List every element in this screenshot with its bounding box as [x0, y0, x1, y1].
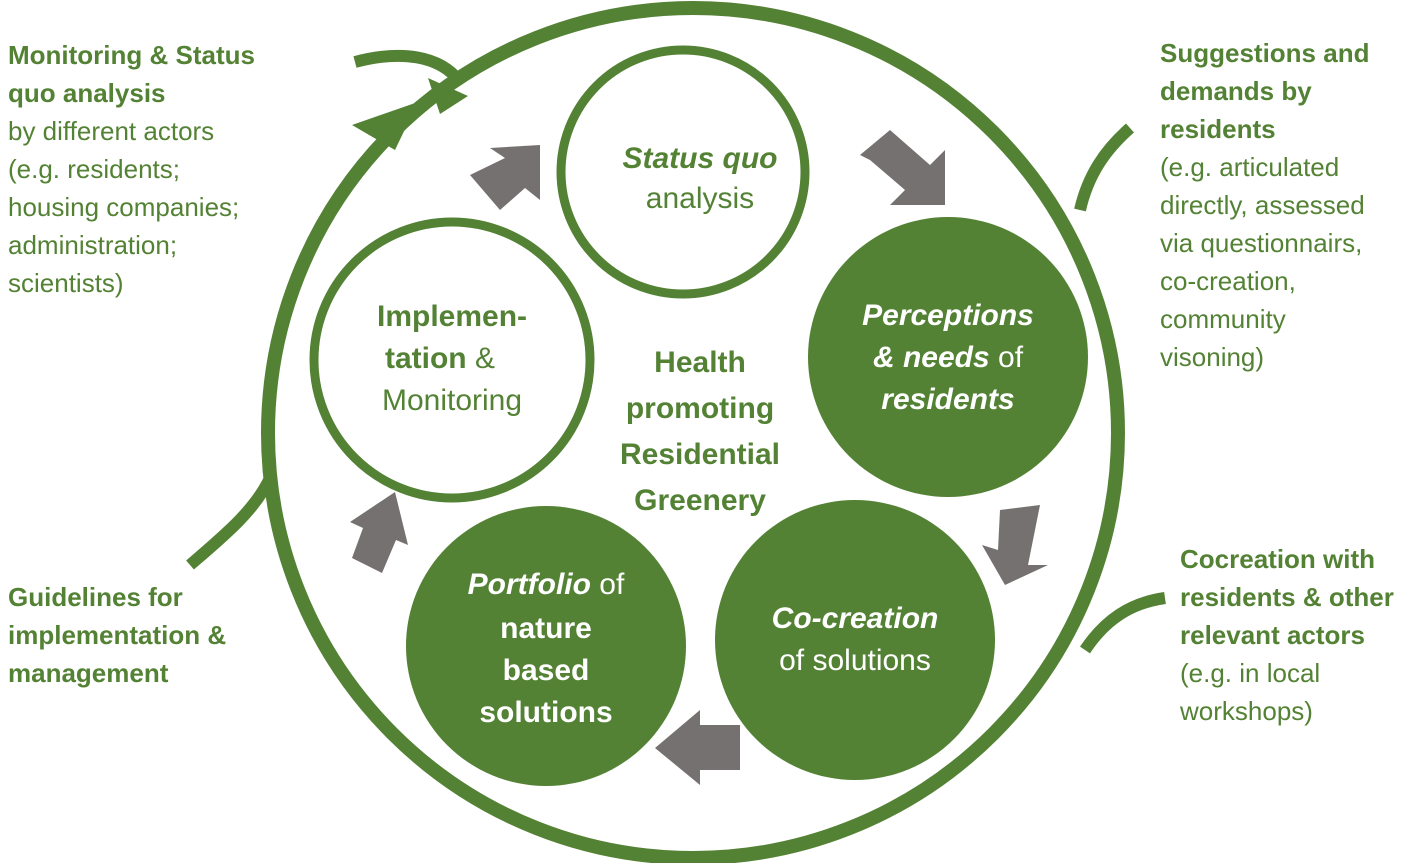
implementation-line3: Monitoring	[382, 384, 522, 417]
portfolio-line2: nature	[500, 612, 592, 645]
note-top-left-line-4: administration;	[8, 230, 178, 260]
implementation-line2-plain: &	[467, 342, 495, 375]
process-arrows	[350, 130, 1048, 785]
note-bottom-right: Cocreation with residents & other releva…	[1180, 540, 1394, 730]
node-perceptions-circle	[808, 217, 1088, 497]
center-line3: Residential	[620, 438, 780, 471]
perceptions-line2-emph: & needs	[873, 341, 990, 374]
note-top-right-bold-1: Suggestions and	[1160, 38, 1370, 68]
status-quo-subtitle: analysis	[646, 182, 754, 215]
note-top-right-line-4: co-creation,	[1160, 266, 1296, 296]
node-implementation-circle	[309, 217, 595, 503]
cocreation-title: Co-creation	[772, 602, 939, 635]
arrow-implementation-to-status	[470, 145, 540, 210]
note-top-right-line-3: via questionnairs,	[1160, 228, 1363, 258]
note-bottom-left: Guidelines for implementation & manageme…	[8, 578, 226, 692]
implementation-line1: Implemen-	[377, 300, 527, 333]
cocreation-subtitle: of solutions	[779, 644, 931, 677]
note-bottom-left-bold-1: Guidelines for	[8, 582, 183, 612]
feed-line-bottom-left	[186, 475, 276, 570]
outer-cycle-ring	[261, 1, 1125, 863]
feed-line-top-right	[1074, 123, 1134, 212]
implementation-line2-emph: tation	[385, 342, 467, 375]
note-top-right-line-2: directly, assessed	[1160, 190, 1365, 220]
status-quo-title: Status quo	[623, 142, 778, 175]
ring-arrowhead-left	[352, 102, 418, 150]
portfolio-line1-plain: of	[591, 568, 625, 601]
note-top-left-line-3: housing companies;	[8, 192, 240, 222]
note-top-left-line-1: by different actors	[8, 116, 215, 146]
note-top-right-line-6: visoning)	[1160, 342, 1265, 372]
note-top-left-bold-2: quo analysis	[8, 78, 166, 108]
note-top-right-bold-3: residents	[1160, 114, 1276, 144]
note-top-right-line-1: (e.g. articulated	[1160, 152, 1340, 182]
note-top-left-line-5: scientists)	[8, 268, 124, 298]
note-bottom-right-bold-3: relevant actors	[1180, 620, 1365, 650]
note-bottom-left-bold-3: management	[8, 658, 169, 688]
note-bottom-right-bold-1: Cocreation with	[1180, 544, 1376, 574]
note-bottom-left-bold-2: implementation &	[8, 620, 227, 650]
portfolio-line3: based	[503, 654, 590, 687]
note-top-left: Monitoring & Status quo analysis by diff…	[8, 36, 255, 302]
note-bottom-right-line-1: (e.g. in local	[1180, 658, 1321, 688]
note-top-right-bold-2: demands by	[1160, 76, 1312, 106]
center-line4: Greenery	[634, 484, 766, 517]
perceptions-line1: Perceptions	[862, 299, 1034, 332]
perceptions-line2-plain: of	[990, 341, 1024, 374]
note-top-right: Suggestions and demands by residents (e.…	[1160, 34, 1369, 376]
note-top-left-bold-1: Monitoring & Status	[8, 40, 255, 70]
portfolio-line1: Portfolio of	[468, 568, 625, 601]
note-bottom-right-line-2: workshops)	[1180, 696, 1313, 726]
portfolio-line4: solutions	[479, 696, 612, 729]
feed-line-top-left	[353, 49, 465, 86]
implementation-line2: tation &	[385, 342, 495, 375]
arrow-cocreation-to-portfolio	[655, 710, 740, 785]
note-bottom-right-bold-2: residents & other	[1180, 582, 1394, 612]
perceptions-line3: residents	[881, 383, 1014, 416]
node-portfolio-circle	[406, 506, 686, 786]
ring-arrowhead-top	[428, 78, 468, 114]
note-top-left-line-2: (e.g. residents;	[8, 154, 180, 184]
portfolio-line1-emph: Portfolio	[468, 568, 591, 601]
arrow-portfolio-to-implementation	[350, 492, 408, 573]
node-status-quo-circle	[556, 45, 810, 299]
arrow-status-to-perceptions	[860, 130, 945, 205]
center-line1: Health	[654, 346, 746, 379]
center-line2: promoting	[626, 392, 774, 425]
feed-line-bottom-right	[1080, 592, 1166, 654]
arrow-perceptions-to-cocreation	[982, 505, 1048, 585]
note-top-right-line-5: community	[1160, 304, 1286, 334]
node-cocreation-circle	[715, 500, 995, 780]
perceptions-line2: & needs of	[873, 341, 1024, 374]
